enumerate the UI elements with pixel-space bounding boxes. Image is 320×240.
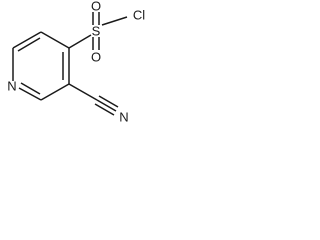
bond-c4-s [68,34,92,49]
bond-s-cl [101,16,128,26]
atom-label-sulfur: S [92,24,101,39]
bond-cn-triple-3 [94,103,115,116]
structure-diagram: N S O O Cl N [7,0,145,125]
atom-label-oxygen-top: O [91,0,101,14]
bond-c5-cn [68,83,98,101]
bond-c5-c6 [40,83,70,101]
bond-c3-c4 [40,31,70,49]
atom-label-oxygen-bottom: O [91,50,101,65]
bonds [12,12,128,116]
bond-cn-triple-2 [98,95,119,108]
bond-c2-c3-inner [17,37,41,52]
bond-c6-n1-inner [20,82,41,95]
atom-label-ring-nitrogen: N [7,79,16,94]
bond-c6-n1 [18,87,42,101]
atom-label-nitrile-nitrogen: N [119,110,128,125]
bond-c2-c3 [12,31,42,49]
atom-label-chlorine: Cl [133,8,145,23]
bond-cn-triple-1 [96,99,117,112]
atom-labels: N S O O Cl N [7,0,145,125]
